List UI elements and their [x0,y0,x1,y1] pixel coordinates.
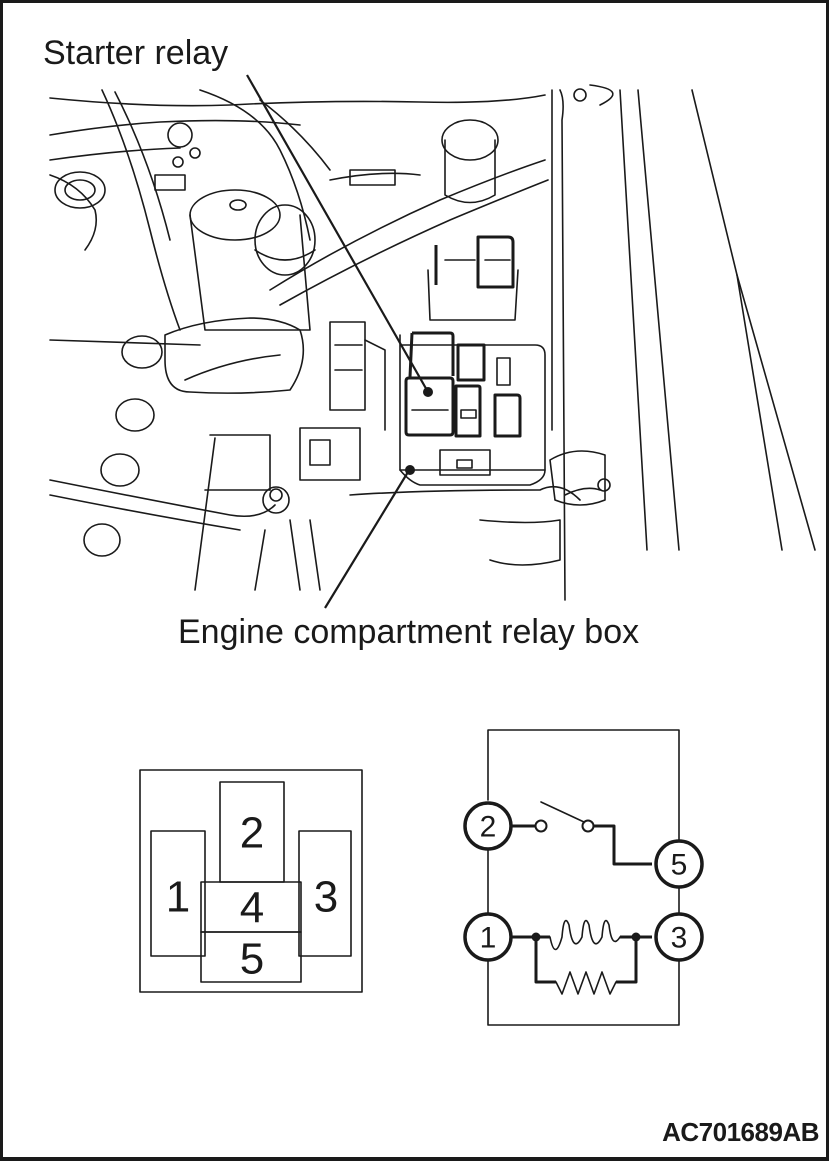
starter-relay-leader [246,74,433,397]
pin-3-label: 3 [314,873,338,922]
resistor-lead-left [534,937,556,984]
connector-outline [139,769,363,993]
terminal-3-label: 3 [671,922,688,955]
pin-5-cell [200,931,302,983]
switch-blade [540,801,585,823]
pin-1-cell [150,830,206,957]
switch-contact-pivot [581,819,595,833]
resistor-lead-right [616,937,638,984]
pin-4-label: 4 [240,884,264,933]
switch-contact-fixed [534,819,548,833]
terminal-1-circle [463,912,513,962]
pin-3-cell [298,830,352,957]
figure-code: AC701689AB [662,1117,819,1147]
starter-relay-label: Starter relay [43,34,229,72]
switch-lead-right [594,824,652,866]
relay-box-label: Engine compartment relay box [178,613,640,651]
relay-schematic: 2 5 1 3 [463,729,704,1026]
terminal-2-circle [463,801,513,851]
terminal-5-label: 5 [671,849,688,882]
engine-bay-linework [49,84,816,601]
schematic-outline-bottom [487,959,680,1026]
resistor-symbol [555,971,617,995]
terminal-1-label: 1 [480,922,497,955]
schematic-outline-top [487,729,680,846]
relay-box-leader [324,465,415,609]
relay-connector-face: 1 2 3 4 5 [139,769,363,993]
pin-2-label: 2 [240,809,264,858]
terminal-5-circle [654,839,704,889]
coil-symbol [549,919,621,951]
terminal-3-circle [654,912,704,962]
pin-5-label: 5 [240,935,264,984]
terminal-2-label: 2 [480,811,497,844]
pin-1-label: 1 [166,873,190,922]
